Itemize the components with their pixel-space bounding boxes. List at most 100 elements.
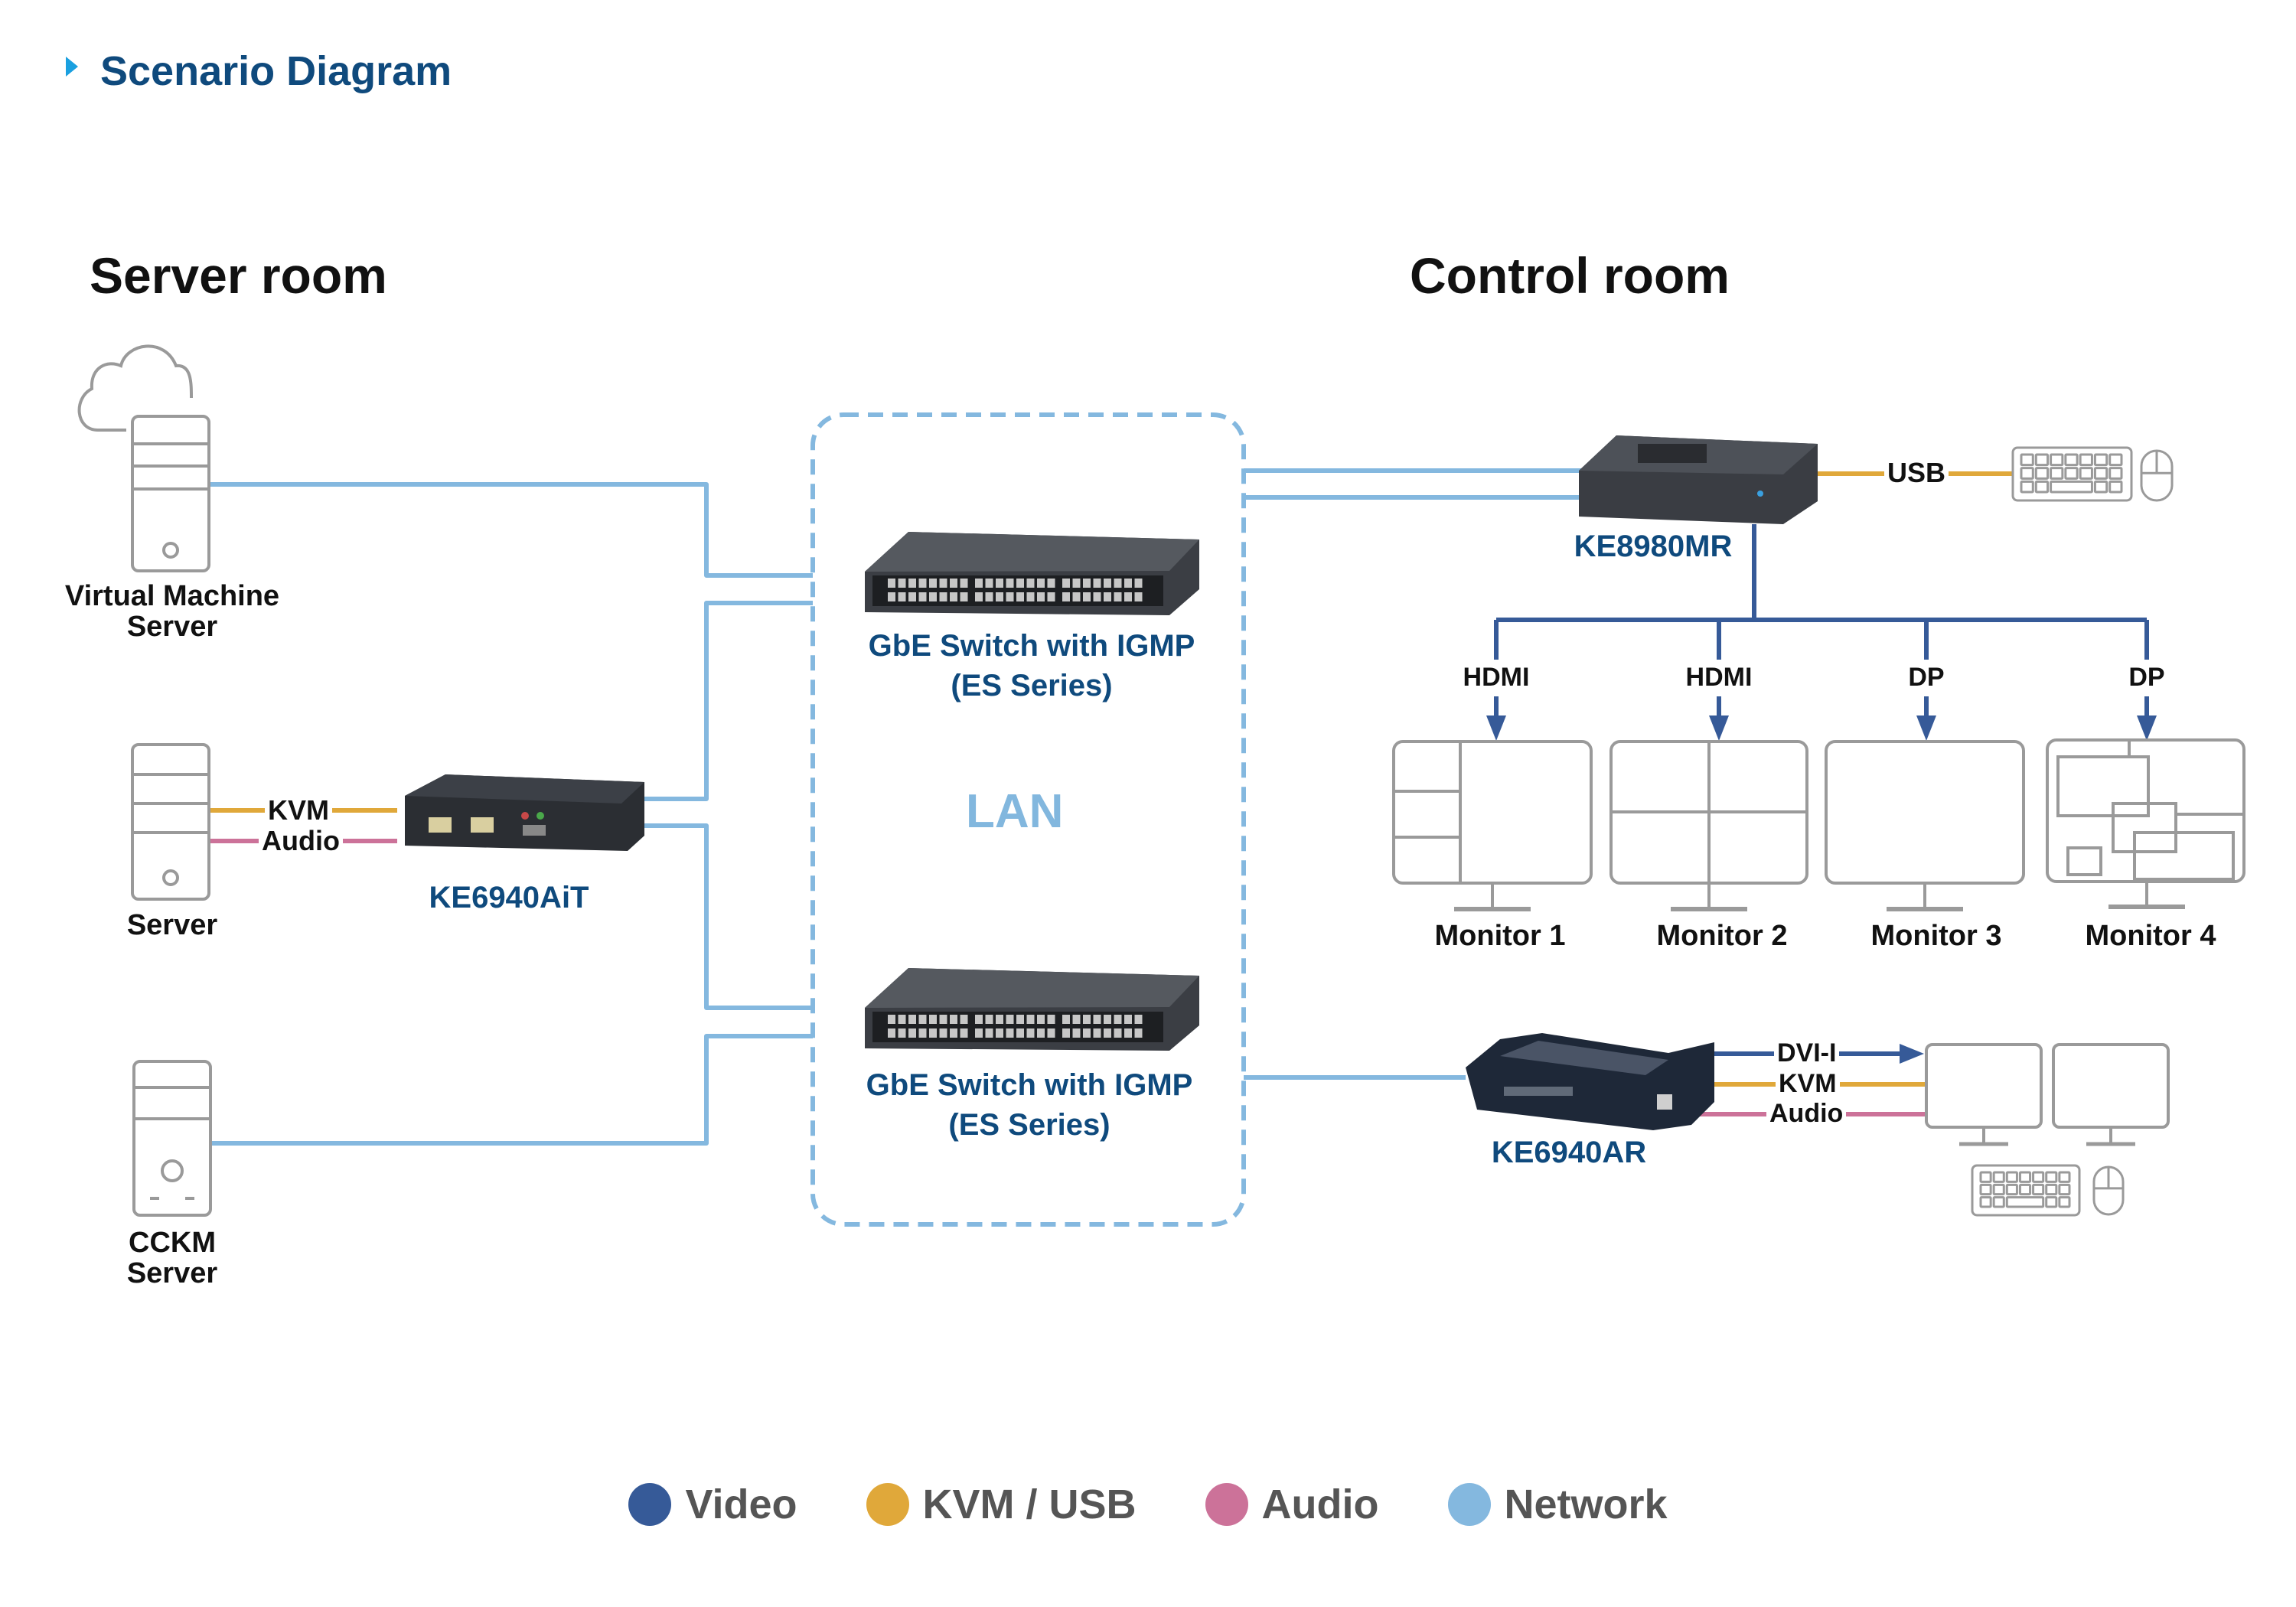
server-room-heading: Server room [90,247,387,304]
switch-port [1114,1015,1122,1024]
switch-port [898,592,906,601]
switch-port [1083,1015,1091,1024]
ar-audio-cable-label: Audio [1766,1099,1847,1129]
switch-port [950,1015,957,1024]
switch-port [1093,579,1101,588]
switch-port [918,1015,927,1024]
switch-port [918,1028,927,1038]
switch-port [1093,592,1101,601]
switch-port [996,1015,1003,1024]
switch-port [1062,1015,1070,1024]
switch-port [1114,579,1122,588]
switch-2-label-line2: (ES Series) [948,1108,1110,1142]
ke8980mr-label: KE8980MR [1574,530,1733,563]
switch-port [1047,592,1055,601]
ke6940ait-device-image [405,774,644,851]
legend-item-network: Network [1447,1481,1668,1528]
legend: Video KVM / USB Audio Network [0,1481,2296,1528]
switch-2-device-image [865,968,1199,1051]
switch-port [918,592,927,601]
ke6940ait-label: KE6940AiT [429,881,589,914]
switch-port [1083,1028,1091,1038]
switch-port [1124,1028,1132,1038]
legend-dot-audio-icon [1205,1483,1248,1526]
switch-port [1006,592,1014,601]
switch-port [918,579,927,588]
keyboard-icon [2011,446,2133,502]
switch-port [1062,1028,1070,1038]
network-line-cckm [212,1034,813,1146]
switch-1-label-line1: GbE Switch with IGMP [868,629,1195,663]
switch-port [898,579,906,588]
cckm-server-label-line2: Server [126,1257,218,1289]
switch-1-device-image [865,532,1199,615]
vm-server-icon [131,415,210,572]
ar-kvm-cable-label: KVM [1776,1069,1840,1099]
switch-port [1104,1015,1111,1024]
switch-port [1016,1028,1024,1038]
switch-port [1062,579,1070,588]
workstation-keyboard-icon [1971,1164,2081,1217]
monitor-4-icon [2046,738,2245,909]
switch-port [1104,579,1111,588]
workstation-monitor-2-icon [2052,1043,2170,1146]
legend-dot-network-icon [1447,1483,1491,1526]
legend-label-video: Video [685,1482,797,1527]
switch-port [939,579,947,588]
switch-port [996,579,1003,588]
monitor-1-label: Monitor 1 [1434,920,1566,952]
switch-port [1124,1015,1132,1024]
switch-port [888,1028,895,1038]
switch-port [960,592,968,601]
switch-port [1134,1028,1143,1038]
switch-port [1026,592,1035,601]
cloud-icon [77,344,193,432]
server-kvm-cable-label: KVM [265,794,332,826]
ke6940ar-device-image [1466,1033,1714,1130]
switch-port [950,579,957,588]
workstation-mouse-icon [2092,1165,2125,1216]
switch-port [908,592,916,601]
output-4-port-label: DP [2128,663,2165,692]
monitor-4-label: Monitor 4 [2085,920,2216,952]
switch-port [985,579,993,588]
switch-port [1104,1028,1111,1038]
switch-port [950,1028,957,1038]
vm-server-label: Virtual Machine Server [46,581,298,643]
switch-port [1016,592,1024,601]
server-label: Server [126,909,218,941]
switch-port [898,1015,906,1024]
network-line-transmitter-2 [644,823,813,1010]
switch-1-label-line2: (ES Series) [951,669,1113,702]
switch-port [1093,1028,1101,1038]
switch-port [960,1015,968,1024]
arrow-down-icon [2137,715,2157,741]
switch-port [1006,579,1014,588]
legend-label-network: Network [1504,1482,1668,1527]
switch-port [888,579,895,588]
switch-port [960,579,968,588]
switch-port [1026,579,1035,588]
switch-port [985,1015,993,1024]
legend-item-audio: Audio [1205,1481,1379,1528]
switch-port [929,1015,937,1024]
network-line-transmitter-1 [644,601,813,801]
arrow-down-icon [1486,715,1506,741]
switch-port [1072,1028,1081,1038]
vm-server-label-line2: Server [126,610,218,643]
switch-port [1124,592,1132,601]
legend-dot-video-icon [628,1483,672,1526]
switch-port [1072,579,1081,588]
switch-port [985,1028,993,1038]
switch-1-label: GbE Switch with IGMP (ES Series) [840,626,1223,706]
switch-port [1093,1015,1101,1024]
mouse-icon [2140,449,2174,502]
switch-port [975,1028,983,1038]
switch-port [1026,1015,1035,1024]
network-line-vm [210,482,813,578]
ke8980mr-device-image [1579,435,1818,524]
server-icon [131,743,210,901]
switch-port [996,592,1003,601]
switch-port [1047,579,1055,588]
switch-port [1083,592,1091,601]
